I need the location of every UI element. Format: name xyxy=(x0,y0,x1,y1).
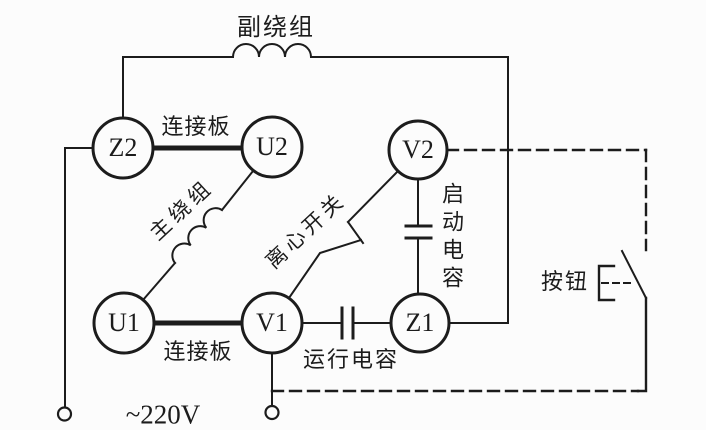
button-bracket xyxy=(597,264,616,302)
wire-button-down xyxy=(636,296,648,393)
terminal-nodes xyxy=(91,115,451,355)
node-u1 xyxy=(92,291,156,355)
run-capacitor-label: 运行电容 xyxy=(302,347,400,372)
start-capacitor-label: 启动电容 xyxy=(439,182,464,294)
button-blade xyxy=(620,249,648,300)
terminal-right xyxy=(264,404,280,421)
aux-winding-label: 副绕组 xyxy=(237,15,315,41)
connection-plate-top-label: 连接板 xyxy=(161,114,231,139)
wire-coil-to-u1 xyxy=(141,261,177,302)
connection-plate-bottom-label: 连接板 xyxy=(163,339,233,364)
terminal-label-v1: V1 xyxy=(256,308,288,337)
terminal-label-z2: Z2 xyxy=(108,133,138,162)
node-v1 xyxy=(240,291,304,355)
switch-wire-from-v2 xyxy=(346,169,400,224)
supply-terminals xyxy=(56,404,280,422)
terminal-label-u1: U1 xyxy=(108,308,140,337)
terminal-label-v2: V2 xyxy=(402,135,434,164)
terminal-left xyxy=(56,406,73,422)
aux-winding-coil xyxy=(231,43,313,59)
centrifugal-switch-symbol xyxy=(287,169,400,300)
connection-plate-links xyxy=(150,145,245,326)
push-button-label: 按钮 xyxy=(540,269,590,294)
push-button-symbol xyxy=(270,148,648,393)
terminal-label-z1: Z1 xyxy=(405,308,435,337)
wires xyxy=(64,56,509,408)
node-z2 xyxy=(91,116,155,180)
main-winding-coil xyxy=(171,207,224,265)
node-z1 xyxy=(389,292,451,354)
node-v2 xyxy=(387,119,449,181)
node-u2 xyxy=(240,115,304,179)
terminal-label-u2: U2 xyxy=(256,132,288,161)
wire-u2-to-coil xyxy=(220,169,255,212)
capacitors xyxy=(340,224,433,340)
switch-blade xyxy=(287,238,363,300)
power-supply-label: ~220V xyxy=(125,399,201,430)
